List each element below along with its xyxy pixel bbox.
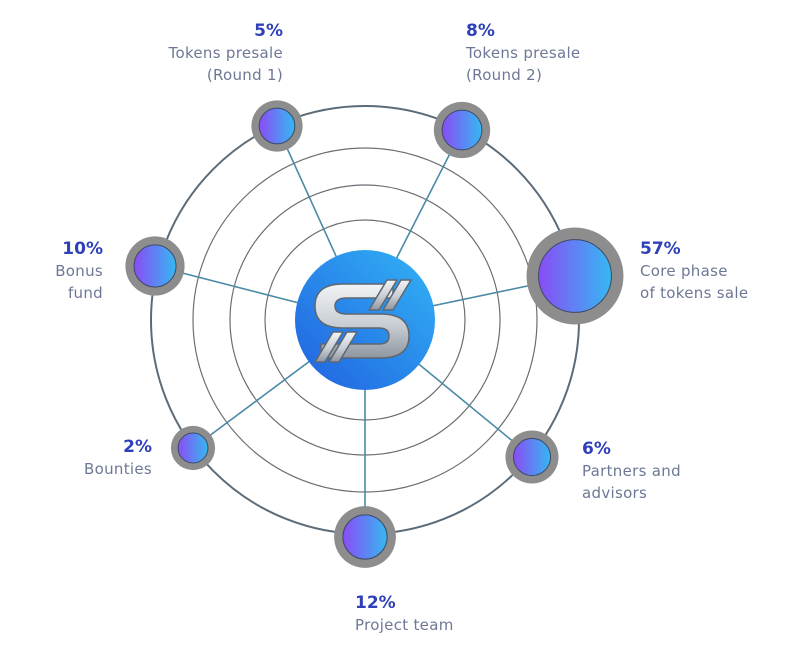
- slice-name-label: Partners and: [582, 462, 681, 480]
- slice-name-label: Tokens presale: [466, 44, 581, 62]
- slice-dot: [342, 514, 388, 560]
- slice-name-label: Tokens presale: [168, 44, 283, 62]
- slice-name-label: of tokens sale: [640, 284, 749, 302]
- slice-label: 8% Tokens presale (Round 2): [466, 20, 580, 86]
- slice-label: 12% Project team: [355, 592, 454, 636]
- slice-node: [433, 101, 491, 159]
- slice-name-label: (Round 2): [466, 66, 543, 84]
- slice-value-label: 6%: [582, 439, 611, 459]
- slice-value-label: 12%: [355, 593, 396, 613]
- slice-name-label: Bonus: [55, 262, 103, 280]
- slice-dot: [441, 109, 483, 151]
- slice-node: [125, 236, 185, 296]
- slice-name-label: advisors: [582, 484, 648, 502]
- slice-dot: [133, 244, 177, 288]
- slice-name-label: Core phase: [640, 262, 728, 280]
- slice-label: 10% Bonus fund: [30, 238, 103, 304]
- slice-value-label: 10%: [62, 239, 103, 259]
- nodes: [125, 100, 624, 568]
- slice-value-label: 5%: [254, 21, 283, 41]
- slice-node: [526, 227, 624, 325]
- slice-name-label: fund: [67, 284, 103, 302]
- slice-value-label: 57%: [640, 239, 681, 259]
- slice-name-label: (Round 1): [206, 66, 283, 84]
- slice-node: [334, 506, 396, 568]
- s-logo-icon: [295, 250, 435, 390]
- slice-name-label: Bounties: [84, 460, 152, 478]
- slice-dot: [177, 432, 209, 464]
- slice-value-label: 8%: [466, 21, 495, 41]
- slice-label: 5% Tokens presale (Round 1): [130, 20, 283, 86]
- slice-name-label: Project team: [355, 616, 454, 634]
- slice-dot: [538, 239, 612, 313]
- slice-dot: [512, 437, 552, 477]
- slice-value-label: 2%: [123, 437, 152, 457]
- slice-node: [251, 100, 303, 152]
- slice-label: 57% Core phase of tokens sale: [640, 238, 748, 304]
- slice-label: 2% Bounties: [60, 436, 152, 480]
- slice-node: [170, 425, 216, 471]
- slice-node: [505, 430, 559, 484]
- slice-label: 6% Partners and advisors: [582, 438, 681, 504]
- slice-dot: [258, 107, 296, 145]
